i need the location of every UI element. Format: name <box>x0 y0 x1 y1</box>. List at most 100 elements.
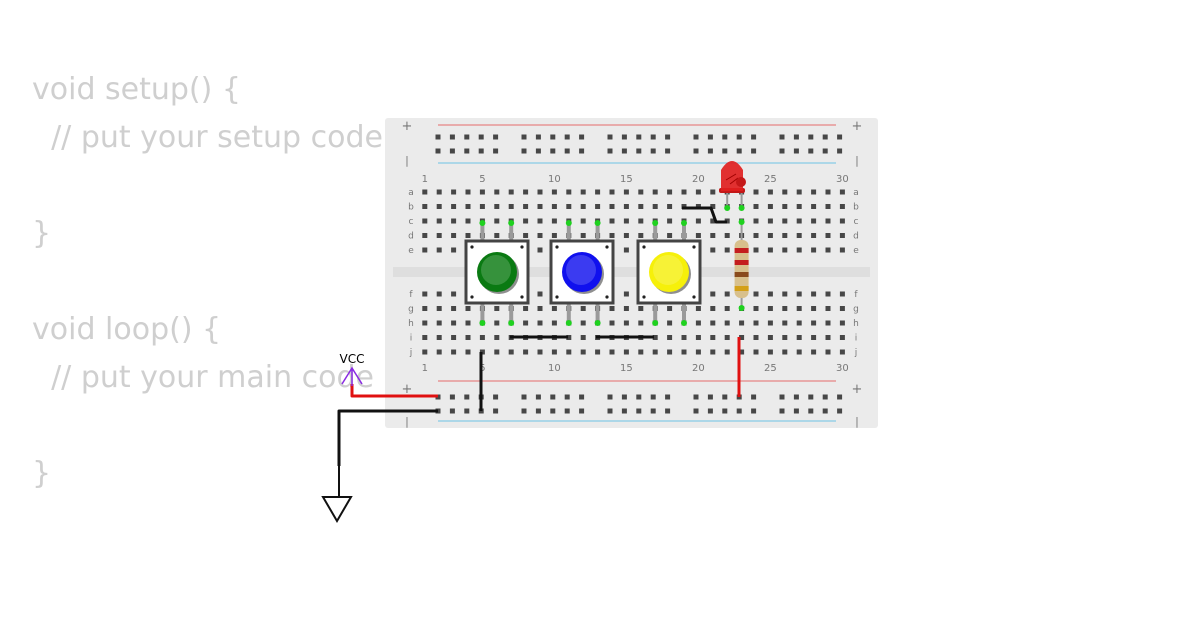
hole[interactable] <box>667 189 673 195</box>
hole[interactable] <box>580 335 586 340</box>
rail-hole[interactable] <box>779 408 785 414</box>
hole[interactable] <box>710 189 716 195</box>
hole[interactable] <box>839 204 845 209</box>
rail-hole[interactable] <box>822 408 828 414</box>
hole[interactable] <box>551 233 557 238</box>
rail-hole[interactable] <box>665 134 671 140</box>
rail-hole[interactable] <box>579 148 585 154</box>
hole[interactable] <box>537 233 543 238</box>
rail-hole[interactable] <box>607 148 613 154</box>
hole[interactable] <box>479 204 485 209</box>
ground-icon[interactable] <box>321 496 353 523</box>
hole[interactable] <box>767 320 773 326</box>
hole[interactable] <box>551 349 557 355</box>
rail-hole[interactable] <box>621 134 627 140</box>
rail-hole[interactable] <box>464 134 470 140</box>
button-cap[interactable] <box>477 252 517 292</box>
hole[interactable] <box>623 306 629 311</box>
wire-led-cathode[interactable] <box>682 206 727 224</box>
rail-hole[interactable] <box>793 148 799 154</box>
rail-hole[interactable] <box>837 148 843 154</box>
rail-hole[interactable] <box>707 148 713 154</box>
hole[interactable] <box>767 335 773 340</box>
hole[interactable] <box>681 335 687 340</box>
hole[interactable] <box>710 233 716 238</box>
rail-hole[interactable] <box>808 148 814 154</box>
hole[interactable] <box>451 320 457 326</box>
rail-hole[interactable] <box>449 394 455 400</box>
hole[interactable] <box>724 218 730 224</box>
hole[interactable] <box>782 204 788 209</box>
hole[interactable] <box>825 320 831 326</box>
hole[interactable] <box>753 233 759 238</box>
hole[interactable] <box>436 247 442 253</box>
hole[interactable] <box>681 189 687 195</box>
hole[interactable] <box>523 349 529 355</box>
wire-vcc[interactable] <box>350 384 438 398</box>
hole[interactable] <box>739 320 745 326</box>
blue-button[interactable] <box>549 220 615 326</box>
hole[interactable] <box>451 349 457 355</box>
hole[interactable] <box>451 204 457 209</box>
hole[interactable] <box>782 320 788 326</box>
rail-hole[interactable] <box>564 134 570 140</box>
hole[interactable] <box>811 218 817 224</box>
hole[interactable] <box>724 349 730 355</box>
hole[interactable] <box>782 233 788 238</box>
rail-hole[interactable] <box>722 148 728 154</box>
rail-hole[interactable] <box>636 394 642 400</box>
hole[interactable] <box>767 204 773 209</box>
hole[interactable] <box>724 306 730 311</box>
hole[interactable] <box>537 291 543 297</box>
hole[interactable] <box>609 349 615 355</box>
hole[interactable] <box>695 189 701 195</box>
hole[interactable] <box>537 189 543 195</box>
hole[interactable] <box>566 349 572 355</box>
hole[interactable] <box>595 189 601 195</box>
rail-hole[interactable] <box>579 134 585 140</box>
hole[interactable] <box>422 247 428 253</box>
hole[interactable] <box>825 291 831 297</box>
hole[interactable] <box>494 306 500 311</box>
hole[interactable] <box>436 349 442 355</box>
hole[interactable] <box>782 218 788 224</box>
hole[interactable] <box>580 306 586 311</box>
hole[interactable] <box>767 233 773 238</box>
hole[interactable] <box>451 233 457 238</box>
rail-hole[interactable] <box>837 394 843 400</box>
rail-hole[interactable] <box>521 148 527 154</box>
hole[interactable] <box>825 349 831 355</box>
hole[interactable] <box>825 189 831 195</box>
hole[interactable] <box>638 320 644 326</box>
hole[interactable] <box>753 306 759 311</box>
hole[interactable] <box>638 233 644 238</box>
hole[interactable] <box>609 306 615 311</box>
rail-hole[interactable] <box>822 148 828 154</box>
rail-hole[interactable] <box>464 394 470 400</box>
hole[interactable] <box>537 349 543 355</box>
hole[interactable] <box>623 349 629 355</box>
hole[interactable] <box>609 320 615 326</box>
hole[interactable] <box>753 204 759 209</box>
hole[interactable] <box>695 218 701 224</box>
rail-hole[interactable] <box>493 408 499 414</box>
hole[interactable] <box>422 306 428 311</box>
hole[interactable] <box>753 335 759 340</box>
hole[interactable] <box>551 204 557 209</box>
hole[interactable] <box>782 291 788 297</box>
rail-hole[interactable] <box>650 408 656 414</box>
hole[interactable] <box>623 291 629 297</box>
hole[interactable] <box>580 349 586 355</box>
hole[interactable] <box>739 335 745 340</box>
rail-hole[interactable] <box>722 408 728 414</box>
hole[interactable] <box>537 218 543 224</box>
hole[interactable] <box>782 189 788 195</box>
hole[interactable] <box>753 320 759 326</box>
hole[interactable] <box>839 335 845 340</box>
hole[interactable] <box>796 218 802 224</box>
rail-hole[interactable] <box>793 408 799 414</box>
hole[interactable] <box>710 349 716 355</box>
hole[interactable] <box>710 218 716 224</box>
hole[interactable] <box>695 306 701 311</box>
